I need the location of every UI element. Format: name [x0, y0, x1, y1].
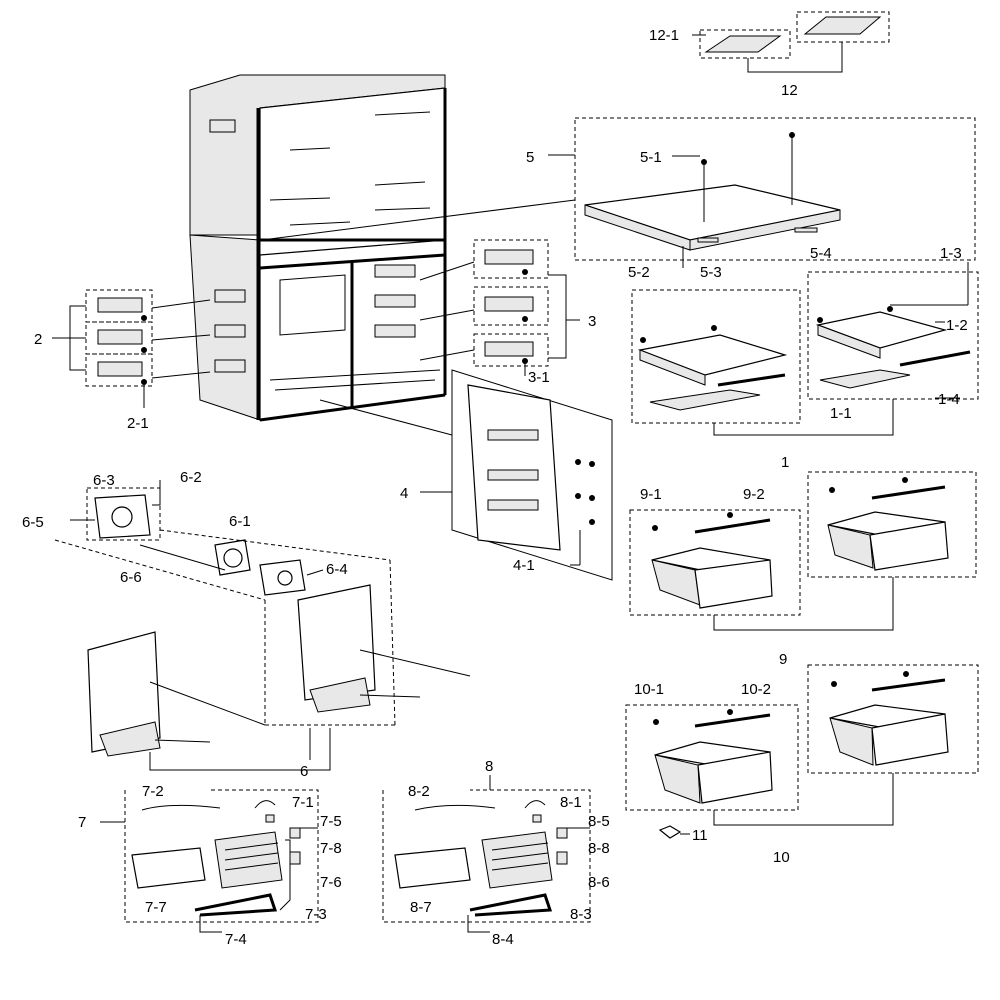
label-4-1: 4-1 — [513, 557, 535, 574]
label-4: 4 — [400, 485, 408, 502]
label-1-3: 1-3 — [940, 245, 962, 262]
part-5-group — [261, 117, 976, 268]
label-8-7: 8-7 — [410, 899, 432, 916]
label-7-8: 7-8 — [320, 840, 342, 857]
label-1: 1 — [781, 454, 789, 471]
label-8-5: 8-5 — [588, 813, 610, 830]
label-8: 8 — [485, 758, 493, 775]
label-8-3: 8-3 — [570, 906, 592, 923]
part-8-group — [382, 775, 591, 933]
label-10-1: 10-1 — [634, 681, 664, 698]
label-5-4: 5-4 — [810, 245, 832, 262]
label-9-1: 9-1 — [640, 486, 662, 503]
label-7-5: 7-5 — [320, 813, 342, 830]
part-7-group — [100, 789, 319, 933]
label-6: 6 — [300, 763, 308, 780]
label-8-2: 8-2 — [408, 783, 430, 800]
part-10-group — [625, 664, 979, 839]
label-5: 5 — [526, 149, 534, 166]
label-6-6: 6-6 — [120, 569, 142, 586]
label-6-2: 6-2 — [180, 469, 202, 486]
label-6-5: 6-5 — [22, 514, 44, 531]
label-12-1: 12-1 — [649, 27, 679, 44]
label-6-3: 6-3 — [93, 472, 115, 489]
label-5-1: 5-1 — [640, 149, 662, 166]
label-9: 9 — [779, 651, 787, 668]
label-2-1: 2-1 — [127, 415, 149, 432]
label-7-1: 7-1 — [292, 794, 314, 811]
label-7-2: 7-2 — [142, 783, 164, 800]
label-8-1: 8-1 — [560, 794, 582, 811]
label-11: 11 — [692, 827, 708, 844]
label-10-2: 10-2 — [741, 681, 771, 698]
part-12-group — [692, 11, 890, 73]
part-6-group — [54, 480, 471, 771]
label-9-2: 9-2 — [743, 486, 765, 503]
label-5-2: 5-2 — [628, 264, 650, 281]
label-7: 7 — [78, 814, 86, 831]
label-12: 12 — [781, 82, 798, 99]
part-9-group — [629, 471, 977, 631]
part-4-group — [319, 369, 613, 581]
label-7-6: 7-6 — [320, 874, 342, 891]
label-1-1: 1-1 — [830, 405, 852, 422]
label-8-6: 8-6 — [588, 874, 610, 891]
label-7-3: 7-3 — [305, 906, 327, 923]
label-8-4: 8-4 — [492, 931, 514, 948]
label-10: 10 — [773, 849, 790, 866]
part-3-group — [419, 239, 580, 376]
label-3: 3 — [588, 313, 596, 330]
label-1-2: 1-2 — [946, 317, 968, 334]
label-7-4: 7-4 — [225, 931, 247, 948]
label-7-7: 7-7 — [145, 899, 167, 916]
cabinet — [189, 74, 447, 422]
label-3-1: 3-1 — [528, 369, 550, 386]
part-1-group — [631, 262, 979, 436]
label-1-4: 1-4 — [938, 391, 960, 408]
label-6-4: 6-4 — [326, 561, 348, 578]
label-2: 2 — [34, 331, 42, 348]
label-5-3: 5-3 — [700, 264, 722, 281]
label-6-1: 6-1 — [229, 513, 251, 530]
label-8-8: 8-8 — [588, 840, 610, 857]
part-2-group — [52, 289, 211, 408]
